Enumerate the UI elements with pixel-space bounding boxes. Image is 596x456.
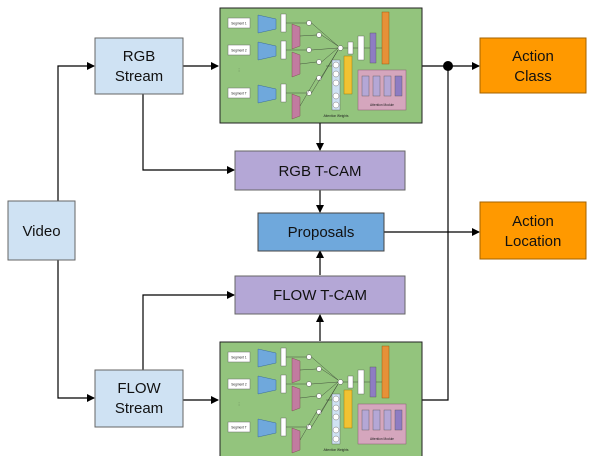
node-rgb-tcam-label: RGB T-CAM xyxy=(278,163,361,180)
rgb-segment-ellipsis: ⋮ xyxy=(237,68,240,72)
node-rgb-tcam: RGB T-CAM xyxy=(234,150,406,191)
node-proposals-label: Proposals xyxy=(288,224,355,241)
node-rgb-stream-label-line2: Stream xyxy=(115,68,163,85)
flow-network-thumbnail: Segment 1 Segment 2 ⋮ Segment T Attentio… xyxy=(219,341,423,456)
merge-junction-dot xyxy=(443,61,453,71)
rgb-segment-1-label: Segment 1 xyxy=(231,22,247,26)
flow-segment-ellipsis: ⋮ xyxy=(237,402,240,406)
node-flow-stream-label-line1: FLOW xyxy=(117,380,161,397)
node-flow-tcam-label: FLOW T-CAM xyxy=(273,287,367,304)
flow-segment-t-label: Segment T xyxy=(231,426,247,430)
node-action-class-label-line2: Class xyxy=(514,68,552,85)
edge-video-to-flow-stream xyxy=(57,260,95,402)
flow-attention-weights-label: Attention Weights xyxy=(324,448,349,452)
rgb-attention-module-label: Attention Module xyxy=(370,103,394,107)
edge-video-to-rgb-stream xyxy=(57,62,95,201)
flow-attention-module-label: Attention Module xyxy=(370,437,394,441)
node-video: Video xyxy=(7,200,76,261)
node-action-class-label-line1: Action xyxy=(512,48,554,65)
node-proposals: Proposals xyxy=(257,212,385,252)
flow-segment-1-label: Segment 1 xyxy=(231,356,247,360)
node-action-location-label-line1: Action xyxy=(512,213,554,230)
flow-segment-2-label: Segment 2 xyxy=(231,383,247,387)
node-flow-tcam: FLOW T-CAM xyxy=(234,275,406,315)
node-action-location-label-line2: Location xyxy=(505,233,562,250)
rgb-segment-t-label: Segment T xyxy=(231,92,247,96)
node-video-label: Video xyxy=(22,223,60,240)
rgb-network-thumbnail: Segment 1 Segment 2 ⋮ Segment T Attentio… xyxy=(219,7,423,124)
node-flow-stream: FLOW Stream xyxy=(94,369,184,428)
node-action-class: Action Class xyxy=(479,37,587,94)
node-rgb-stream: RGB Stream xyxy=(94,37,184,95)
edge-flow-network-to-merge xyxy=(422,66,449,401)
node-rgb-stream-label-line1: RGB xyxy=(123,48,156,65)
rgb-attention-weights-label: Attention Weights xyxy=(324,114,349,118)
edges xyxy=(57,62,480,404)
rgb-segment-2-label: Segment 2 xyxy=(231,49,247,53)
node-action-location: Action Location xyxy=(479,201,587,260)
edge-rgb-stream-to-rgb-tcam xyxy=(142,94,235,174)
node-flow-stream-label-line2: Stream xyxy=(115,400,163,417)
edge-flow-stream-to-flow-tcam xyxy=(142,291,235,370)
